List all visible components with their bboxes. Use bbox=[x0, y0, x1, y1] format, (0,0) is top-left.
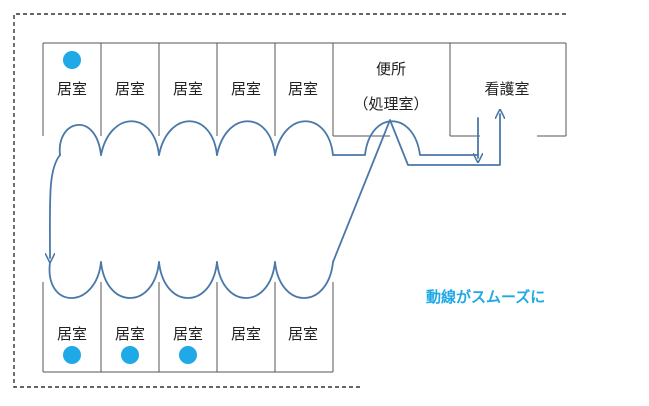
bottom-loop-2 bbox=[100, 261, 160, 299]
bottom-room-occupant-marker-1 bbox=[63, 346, 81, 364]
toilet-label: 便所 bbox=[376, 60, 406, 78]
top-room-label-5: 居室 bbox=[288, 80, 318, 98]
smooth-flow-annotation: 動線がスムーズに bbox=[426, 288, 545, 306]
toilet-bump bbox=[332, 120, 479, 156]
bottom-room-occupant-marker-3 bbox=[179, 346, 197, 364]
bottom-room-occupant-marker-2 bbox=[121, 346, 139, 364]
bottom-room-row bbox=[42, 282, 334, 373]
nurse-station-label: 看護室 bbox=[484, 80, 529, 98]
top-room-label-1: 居室 bbox=[57, 80, 87, 98]
left-descent bbox=[50, 154, 61, 258]
bottom-room-label-1: 居室 bbox=[57, 325, 87, 343]
bottom-loop-4 bbox=[216, 261, 276, 299]
bottom-room-label-4: 居室 bbox=[231, 325, 261, 343]
bottom-loop-1 bbox=[48, 261, 102, 299]
top-room-label-3: 居室 bbox=[173, 80, 203, 98]
occupancy-markers bbox=[63, 51, 197, 364]
top-loop-5 bbox=[274, 120, 334, 156]
bottom-room-label-3: 居室 bbox=[173, 325, 203, 343]
top-room-occupant-marker-1 bbox=[63, 51, 81, 69]
top-loop-1 bbox=[58, 124, 102, 156]
top-room-label-4: 居室 bbox=[231, 80, 261, 98]
building-outline-dashed bbox=[13, 13, 566, 388]
bottom-loop-3 bbox=[158, 261, 218, 299]
diagonal-return bbox=[332, 114, 500, 263]
top-loop-2 bbox=[100, 120, 160, 156]
bottom-loop-5 bbox=[274, 261, 334, 299]
bottom-room-label-5: 居室 bbox=[288, 325, 318, 343]
disposal-room-label: （処理室） bbox=[353, 95, 428, 113]
top-room-label-2: 居室 bbox=[115, 80, 145, 98]
top-loop-4 bbox=[216, 120, 276, 156]
bottom-room-label-2: 居室 bbox=[115, 325, 145, 343]
top-loop-3 bbox=[158, 120, 218, 156]
movement-path bbox=[48, 114, 500, 299]
top-room-row bbox=[42, 42, 567, 137]
